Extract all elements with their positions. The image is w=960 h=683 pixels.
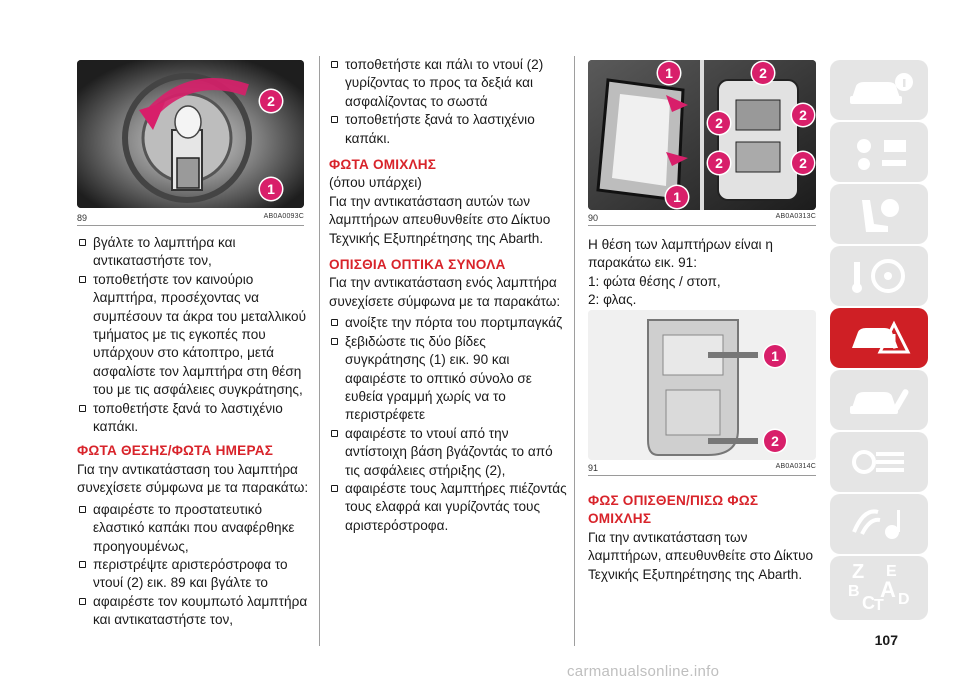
tab-maintenance[interactable] xyxy=(830,370,928,430)
technical-data-icon xyxy=(852,450,904,474)
lamp-holder-photo: 1 2 xyxy=(588,310,816,460)
callout-1: 1 xyxy=(764,345,786,367)
figure-code: AB0A0313C xyxy=(775,213,816,220)
seat-airbag-icon xyxy=(862,199,899,232)
headlight-bulb-illustration xyxy=(77,60,304,208)
paragraph: Για την αντικατάσταση του λαμπτήρα συνεχ… xyxy=(77,461,309,496)
section-heading-reverse-fog: ΦΩΣ ΟΠΙΣΘΕΝ/ΠΙΣΩ ΦΩΣ ΟΜΙΧΛΗΣ xyxy=(588,493,759,527)
subheading-note: (όπου υπάρχει) xyxy=(329,175,422,191)
warning-lights-icon xyxy=(857,139,906,170)
figure-caption: 89 AB0A0093C xyxy=(77,213,304,225)
paragraph: Για την αντικατάσταση αυτών των λαμπτήρω… xyxy=(329,193,551,246)
index-letter: E xyxy=(886,563,897,580)
section-heading-fog-lights: ΦΩΤΑ ΟΜΙΧΛΗΣ xyxy=(329,157,437,173)
index-letter: Z xyxy=(852,561,865,583)
bullet-item: τοποθετήστε ξανά το λαστιχένιο καπάκι. xyxy=(77,400,317,437)
rear-light-cluster-illustration xyxy=(588,60,816,210)
car-info-icon xyxy=(850,73,913,104)
bullet-item: τοποθετήστε και πάλι το ντουί (2) γυρίζο… xyxy=(329,56,569,111)
callout-1: 1 xyxy=(260,178,282,200)
figure-91: 1 2 91 AB0A0314C xyxy=(588,310,816,476)
index-letter: D xyxy=(898,591,910,608)
figure-90: 1 2 2 2 2 2 1 90 AB0A0313C xyxy=(588,60,816,226)
column-2: τοποθετήστε και πάλι το ντουί (2) γυρίζο… xyxy=(329,56,569,535)
rear-light-cluster-photo: 1 2 2 2 2 2 1 xyxy=(588,60,816,210)
section-heading-position-lights: ΦΩΤΑ ΘΕΣΗΣ/ΦΩΤΑ ΗΜΕΡΑΣ xyxy=(77,443,274,459)
figure-code: AB0A0093C xyxy=(263,213,304,220)
callout-2: 2 xyxy=(792,152,814,174)
index-letter: T xyxy=(874,597,884,614)
bullet-item: βγάλτε το λαμπτήρα και αντικαταστήστε το… xyxy=(77,234,317,271)
figure-caption: 91 AB0A0314C xyxy=(588,463,816,475)
column-1: βγάλτε το λαμπτήρα και αντικαταστήστε το… xyxy=(77,234,317,630)
tab-alphabetical-index[interactable]: Z E A B C T D xyxy=(830,556,928,620)
chapter-sidebar: Z E A B C T D xyxy=(830,60,928,620)
figure-code: AB0A0314C xyxy=(775,463,816,470)
bullet-item: ανοίξτε την πόρτα του πορτμπαγκάζ xyxy=(329,314,569,332)
alphabetical-index-icon: Z E A B C T D xyxy=(844,561,914,615)
bullet-item: περιστρέψτε αριστερόστροφα το ντουί (2) … xyxy=(77,556,317,593)
index-letter: C xyxy=(862,593,875,613)
section-heading-rear-lights: ΟΠΙΣΘΙΑ ΟΠΤΙΚΑ ΣΥΝΟΛΑ xyxy=(329,257,506,273)
bullet-item: αφαιρέστε το προστατευτικό ελαστικό καπά… xyxy=(77,501,317,556)
figure-number: 90 xyxy=(588,213,599,223)
headlight-bulb-photo: 2 1 xyxy=(77,60,304,208)
tab-key-steering[interactable] xyxy=(830,246,928,306)
callout-1: 1 xyxy=(666,186,688,208)
callout-2: 2 xyxy=(764,430,786,452)
figure-caption: 90 AB0A0313C xyxy=(588,213,816,225)
legend-item: 1: φώτα θέσης / στοπ, xyxy=(588,273,721,289)
legend-item: 2: φλας. xyxy=(588,292,637,308)
bullet-item: τοποθετήστε ξανά το λαστιχένιο καπάκι. xyxy=(329,111,569,148)
page-number: 107 xyxy=(874,632,898,648)
key-steering-wheel-icon xyxy=(852,259,905,293)
callout-2: 2 xyxy=(708,152,730,174)
index-letter: B xyxy=(848,583,860,600)
bullet-item: αφαιρέστε τους λαμπτήρες πιέζοντάς τους … xyxy=(329,480,569,535)
callout-2: 2 xyxy=(708,112,730,134)
figure-number: 91 xyxy=(588,463,599,473)
paragraph: Για την αντικατάσταση ενός λαμπτήρα συνε… xyxy=(329,275,561,309)
figure-number: 89 xyxy=(77,213,88,223)
figure-89: 2 1 89 AB0A0093C xyxy=(77,60,304,226)
tab-car-info[interactable] xyxy=(830,60,928,120)
paragraph: Για την αντικατάσταση των λαμπτήρων, απε… xyxy=(588,529,814,582)
paragraph: Η θέση των λαμπτήρων είναι η παρακάτω ει… xyxy=(588,237,773,271)
multimedia-icon xyxy=(852,509,900,539)
tab-warning-lights[interactable] xyxy=(830,122,928,182)
bullet-item: τοποθετήστε τον καινούριο λαμπτήρα, προσ… xyxy=(77,271,317,400)
bullet-item: αφαιρέστε το ντουί από την αντίστοιχη βά… xyxy=(329,425,569,480)
maintenance-car-icon xyxy=(850,389,909,414)
tab-technical-data[interactable] xyxy=(830,432,928,492)
column-3-bottom: ΦΩΣ ΟΠΙΣΘΕΝ/ΠΙΣΩ ΦΩΣ ΟΜΙΧΛΗΣ Για την αντ… xyxy=(588,486,816,584)
tab-multimedia[interactable] xyxy=(830,494,928,554)
index-letter: A xyxy=(880,577,896,602)
callout-2: 2 xyxy=(752,62,774,84)
watermark: carmanualsonline.info xyxy=(567,663,720,680)
bullet-item: αφαιρέστε τον κουμπωτό λαμπτήρα και αντι… xyxy=(77,593,317,630)
car-emergency-icon xyxy=(852,320,911,354)
tab-car-emergency[interactable] xyxy=(830,308,928,368)
column-divider xyxy=(574,56,575,646)
callout-2: 2 xyxy=(260,90,282,112)
bullet-item: ξεβιδώστε τις δύο βίδες συγκράτησης (1) … xyxy=(329,333,569,425)
callout-1: 1 xyxy=(658,62,680,84)
column-divider xyxy=(319,56,320,646)
callout-2: 2 xyxy=(792,104,814,126)
tab-seat-airbag[interactable] xyxy=(830,184,928,244)
column-3-top: Η θέση των λαμπτήρων είναι η παρακάτω ει… xyxy=(588,236,816,310)
